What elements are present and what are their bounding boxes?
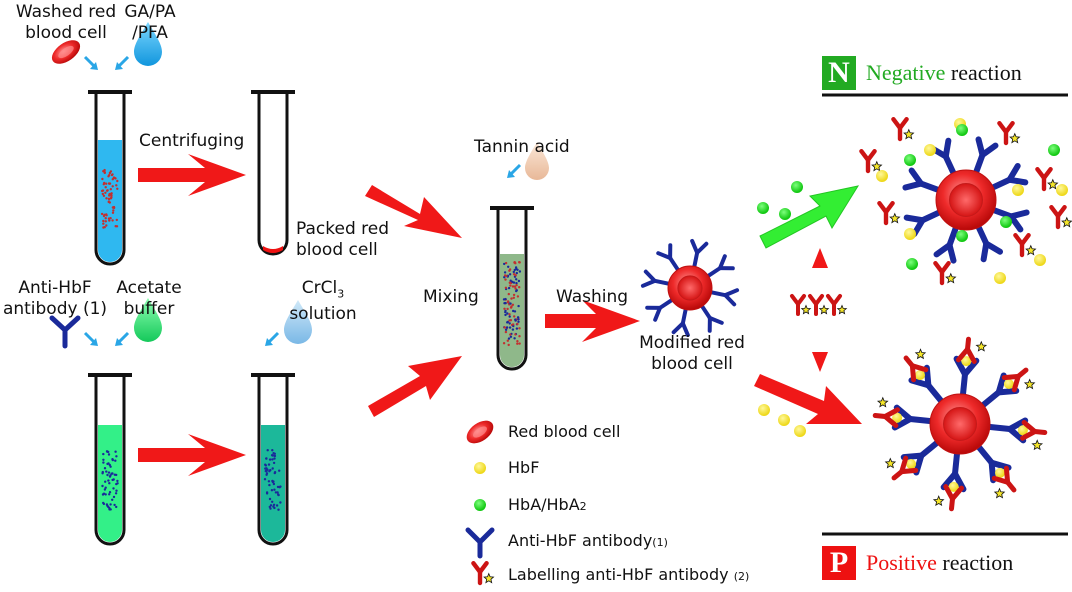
- modified-rbc-figure: [640, 238, 740, 338]
- labelled-antibody-icon: [471, 561, 495, 586]
- crcl3-label: CrCl3 solution: [283, 278, 363, 325]
- tube-antibody-acetate: [88, 373, 132, 546]
- red-blood-cell-icon: [466, 420, 494, 444]
- arrow-packed-to-mixing: [365, 185, 462, 238]
- legend-labelling-sub: (2): [733, 570, 750, 583]
- negative-banner: N Negative reaction: [822, 56, 1022, 90]
- positive-rest: reaction: [936, 550, 1014, 575]
- antibody-icon: [465, 527, 495, 559]
- arrow-antibody-to-crcl3: [138, 434, 246, 476]
- legend-labelling: Labelling anti-HbF antibody (2): [508, 565, 749, 587]
- crcl3-main: CrCl: [301, 278, 338, 298]
- legend-anti-hbf-sub: (1): [652, 536, 668, 549]
- negative-word: Negative: [866, 60, 946, 85]
- legend-hbf: HbF: [508, 458, 540, 477]
- droplet-icon: [525, 142, 549, 180]
- legend-labelling-main: Labelling anti-HbF antibody: [508, 565, 729, 584]
- legend-hba: HbA/HbA2: [508, 495, 587, 517]
- legend-hba-sub: 2: [579, 500, 587, 513]
- anti-hbf-antibody-label: Anti-HbF antibody (1): [2, 278, 108, 319]
- washed-rbc-label: Washed red blood cell: [15, 2, 117, 43]
- centrifuging-label: Centrifuging: [139, 131, 245, 151]
- positive-badge: P: [822, 546, 856, 580]
- tube-mixing: [490, 206, 534, 371]
- acetate-buffer-label: Acetate buffer: [116, 278, 182, 319]
- positive-reaction-figure: [872, 336, 1048, 512]
- free-molecules-top: [757, 181, 803, 220]
- tube-particle-dots: [100, 168, 522, 511]
- antibody-icon: [49, 315, 81, 349]
- arrow-to-negative: [759, 185, 860, 249]
- negative-reaction-figure: [859, 116, 1072, 286]
- labelled-antibody-arrows: [812, 248, 828, 372]
- tube-washed-rbc: [88, 90, 132, 266]
- droplet-icon: [284, 300, 312, 344]
- negative-badge: N: [822, 56, 856, 90]
- mixing-label: Mixing: [423, 287, 479, 307]
- arrow-centrifuging: [138, 154, 246, 196]
- legend-anti-hbf-main: Anti-HbF antibody: [508, 531, 653, 550]
- free-labelled-antibodies: [790, 294, 848, 316]
- crcl3-sub: 3: [337, 287, 345, 301]
- modified-rbc-label: Modified red blood cell: [639, 333, 745, 374]
- negative-rest: reaction: [945, 60, 1022, 85]
- arrow-washing: [545, 300, 640, 342]
- free-molecules-bottom: [758, 404, 806, 437]
- positive-banner: P Positive reaction: [822, 546, 1013, 580]
- legend-hba-main: HbA/HbA: [508, 495, 580, 514]
- droplet-icon: [134, 22, 162, 66]
- hbf-icon: [474, 462, 486, 474]
- hba-icon: [474, 499, 486, 511]
- red-blood-cell-icon: [51, 40, 81, 64]
- tube-packed-rbc: [251, 90, 295, 256]
- tannin-acid-label: Tannin acid: [474, 137, 570, 157]
- crcl3-solution: solution: [289, 304, 357, 325]
- positive-word: Positive: [866, 550, 937, 575]
- ga-pa-pfa-label: GA/PA /PFA: [124, 2, 176, 43]
- process-arrows: [138, 154, 862, 476]
- pointer-arrows: [83, 55, 522, 346]
- packed-rbc-label: Packed red blood cell: [296, 219, 390, 260]
- arrow-crcl3-to-mixing: [368, 356, 462, 417]
- arrow-to-positive: [754, 374, 862, 424]
- legend-anti-hbf: Anti-HbF antibody(1): [508, 531, 668, 553]
- legend-red-blood-cell: Red blood cell: [508, 422, 621, 441]
- droplet-icon: [134, 298, 162, 342]
- washing-label: Washing: [556, 287, 629, 307]
